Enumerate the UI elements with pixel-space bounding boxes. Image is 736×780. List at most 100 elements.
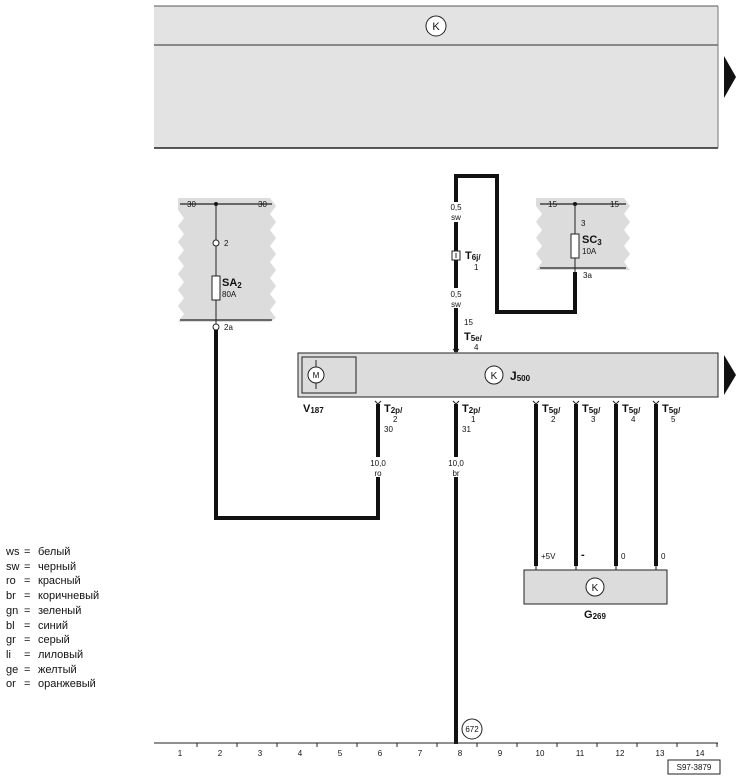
legend-code: br xyxy=(6,590,16,603)
svg-text:T5e/: T5e/ xyxy=(464,331,483,343)
svg-text:5: 5 xyxy=(671,415,676,424)
legend-code: ws xyxy=(6,546,20,558)
svg-text:0,5: 0,5 xyxy=(450,203,462,212)
svg-text:3a: 3a xyxy=(583,271,592,280)
legend-code: ge xyxy=(6,663,19,676)
svg-text:SA2: SA2 xyxy=(222,277,242,290)
k-symbol-icon: K xyxy=(585,577,605,597)
svg-text:-: - xyxy=(581,549,585,561)
connector-t5g-3: T5g/ 3 xyxy=(572,400,601,424)
svg-text:sw: sw xyxy=(451,213,461,222)
svg-text:10,0: 10,0 xyxy=(448,459,464,468)
legend-color-name: зеленый xyxy=(38,604,82,617)
legend-item: ro=красный xyxy=(6,574,99,589)
svg-text:br: br xyxy=(452,469,459,478)
k-symbol-icon: K xyxy=(484,365,504,385)
connector-t5g-2: T5g/ 2 xyxy=(532,400,561,424)
connector-t5g-4: T5g/ 4 xyxy=(612,400,641,424)
legend-item: bl=синий xyxy=(6,619,99,634)
legend-code: gn xyxy=(6,604,19,617)
svg-text:2a: 2a xyxy=(224,323,233,332)
svg-text:T6j/: T6j/ xyxy=(465,250,481,262)
svg-text:1: 1 xyxy=(474,263,479,272)
rail-label: 30 xyxy=(187,200,196,209)
svg-text:4: 4 xyxy=(474,343,479,352)
drawing-id: S97-3879 xyxy=(667,759,721,775)
ruler-number: 8 xyxy=(458,749,463,758)
motor-v187-icon: M xyxy=(307,360,325,389)
legend-color-name: белый xyxy=(38,546,71,558)
ruler-number: 7 xyxy=(418,749,423,758)
svg-text:2: 2 xyxy=(551,415,556,424)
ruler-number: 4 xyxy=(298,749,303,758)
svg-text:K: K xyxy=(491,371,498,382)
ruler-number: 14 xyxy=(696,749,705,758)
svg-text:T5g/: T5g/ xyxy=(542,403,561,415)
ruler-number: 3 xyxy=(258,749,263,758)
continuation-arrow-icon xyxy=(724,56,736,98)
top-component-band: K xyxy=(154,5,736,149)
legend-color-name: лиловый xyxy=(38,648,84,661)
svg-text:10,0: 10,0 xyxy=(370,459,386,468)
svg-text:10A: 10A xyxy=(582,247,597,256)
legend-code: or xyxy=(6,678,16,691)
fuse-box-sa2: 30 30 2 SA2 80A 2a xyxy=(178,198,276,332)
legend-equals: = xyxy=(24,604,31,617)
connector-t2p-2: T2p/ 2 30 xyxy=(374,400,403,434)
svg-text:30: 30 xyxy=(384,425,393,434)
control-unit-j500: K J500 M V187 xyxy=(297,352,736,415)
svg-text:0,5: 0,5 xyxy=(450,290,462,299)
svg-text:T5g/: T5g/ xyxy=(662,403,681,415)
ruler-number: 1 xyxy=(178,749,183,758)
svg-text:3: 3 xyxy=(591,415,596,424)
connector-t5e: T5e/ 4 xyxy=(452,331,483,353)
connector-t5g-5: T5g/ 5 xyxy=(652,400,681,424)
svg-text:672: 672 xyxy=(465,725,479,734)
ruler-number: 10 xyxy=(536,749,545,758)
svg-text:S97-3879: S97-3879 xyxy=(677,763,712,772)
legend-equals: = xyxy=(24,546,31,558)
legend-color-name: черный xyxy=(38,560,77,573)
ground-point-672: 672 xyxy=(461,718,483,740)
svg-text:T5g/: T5g/ xyxy=(622,403,641,415)
sensor-g269: K G269 xyxy=(523,569,668,621)
wire-label-top-2: 0,5 sw xyxy=(446,288,466,309)
wire-label-brown: 10,0 br xyxy=(444,457,468,478)
svg-text:0: 0 xyxy=(621,552,626,561)
legend-item: sw=черный xyxy=(6,560,99,575)
legend-equals: = xyxy=(24,590,31,603)
legend-equals: = xyxy=(24,648,31,661)
legend-equals: = xyxy=(24,634,31,647)
svg-text:15: 15 xyxy=(610,200,619,209)
legend-color-name: желтый xyxy=(38,663,77,676)
legend-item: or=оранжевый xyxy=(6,677,99,692)
legend-item: ws = белый xyxy=(6,545,99,560)
legend-code: bl xyxy=(6,619,15,632)
legend-equals: = xyxy=(24,560,31,573)
svg-text:G269: G269 xyxy=(584,609,606,621)
rail-label: 30 xyxy=(258,200,267,209)
legend-code: ro xyxy=(6,575,16,588)
svg-text:M: M xyxy=(313,371,320,380)
legend-color-name: оранжевый xyxy=(38,678,96,691)
svg-text:15: 15 xyxy=(548,200,557,209)
fuse-box-sc3: 15 15 3 SC3 10A 3a xyxy=(536,198,630,280)
legend-item: gn = зеленый xyxy=(6,604,99,619)
legend-item: br=коричневый xyxy=(6,589,99,604)
connector-t2p-1: T2p/ 1 31 xyxy=(452,400,481,434)
wire-label-red: 10,0 ro xyxy=(366,457,390,478)
ruler-number: 13 xyxy=(656,749,665,758)
legend-equals: = xyxy=(24,663,31,676)
svg-text:4: 4 xyxy=(631,415,636,424)
continuation-arrow-icon xyxy=(724,355,736,395)
svg-text:ro: ro xyxy=(374,469,382,478)
svg-text:K: K xyxy=(432,21,440,33)
svg-text:80A: 80A xyxy=(222,290,237,299)
ruler-number: 2 xyxy=(218,749,223,758)
legend-item: li=лиловый xyxy=(6,648,99,663)
legend-equals: = xyxy=(24,619,31,632)
svg-text:K: K xyxy=(592,583,599,594)
svg-text:V187: V187 xyxy=(303,403,324,415)
